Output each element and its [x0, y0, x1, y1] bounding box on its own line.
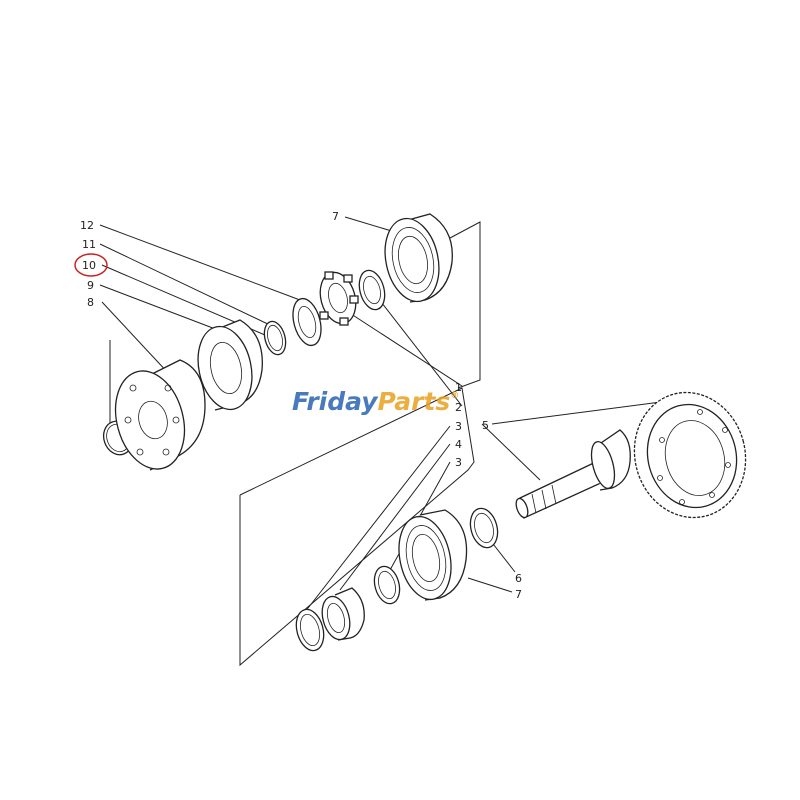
callout-8: 8 — [87, 296, 94, 309]
washer-12 — [292, 297, 322, 347]
shim-6 — [469, 507, 499, 549]
callout-2: 2 — [455, 401, 462, 414]
pinion-shaft-5 — [515, 429, 631, 519]
bearing-7-lower — [398, 509, 468, 601]
callout-10: 10 — [82, 259, 96, 272]
callout-11: 11 — [82, 238, 96, 251]
seal-ring-10 — [197, 319, 263, 411]
watermark-logo: FridayParts® — [292, 387, 459, 416]
callout-7-bottom: 7 — [515, 588, 522, 601]
spacer-ring-2 — [358, 269, 386, 311]
o-ring-11 — [263, 320, 287, 356]
shim-3-left — [295, 608, 325, 652]
callout-4: 4 — [455, 438, 462, 451]
highlight-circle-callout-10 — [74, 253, 108, 277]
shim-3-right — [373, 565, 401, 605]
callout-7-top: 7 — [332, 210, 339, 223]
bearing-7-upper — [384, 213, 453, 303]
lower-assembly-bracket — [239, 387, 475, 667]
upper-assembly-bracket — [449, 221, 481, 389]
callout-3-b: 3 — [455, 456, 462, 469]
callout-6: 6 — [515, 572, 522, 585]
crown-wheel-5 — [633, 391, 747, 519]
callout-5: 5 — [482, 419, 489, 432]
collapsible-spacer-4 — [321, 587, 365, 641]
flange-9 — [114, 359, 206, 471]
castle-nut-1 — [319, 271, 359, 326]
callout-3-a: 3 — [455, 420, 462, 433]
callout-labels: 12 11 10 9 8 7 1 2 3 4 3 5 6 7 — [80, 210, 522, 601]
callout-9: 9 — [87, 279, 94, 292]
callout-12: 12 — [80, 219, 94, 232]
callout-1: 1 — [455, 381, 462, 394]
